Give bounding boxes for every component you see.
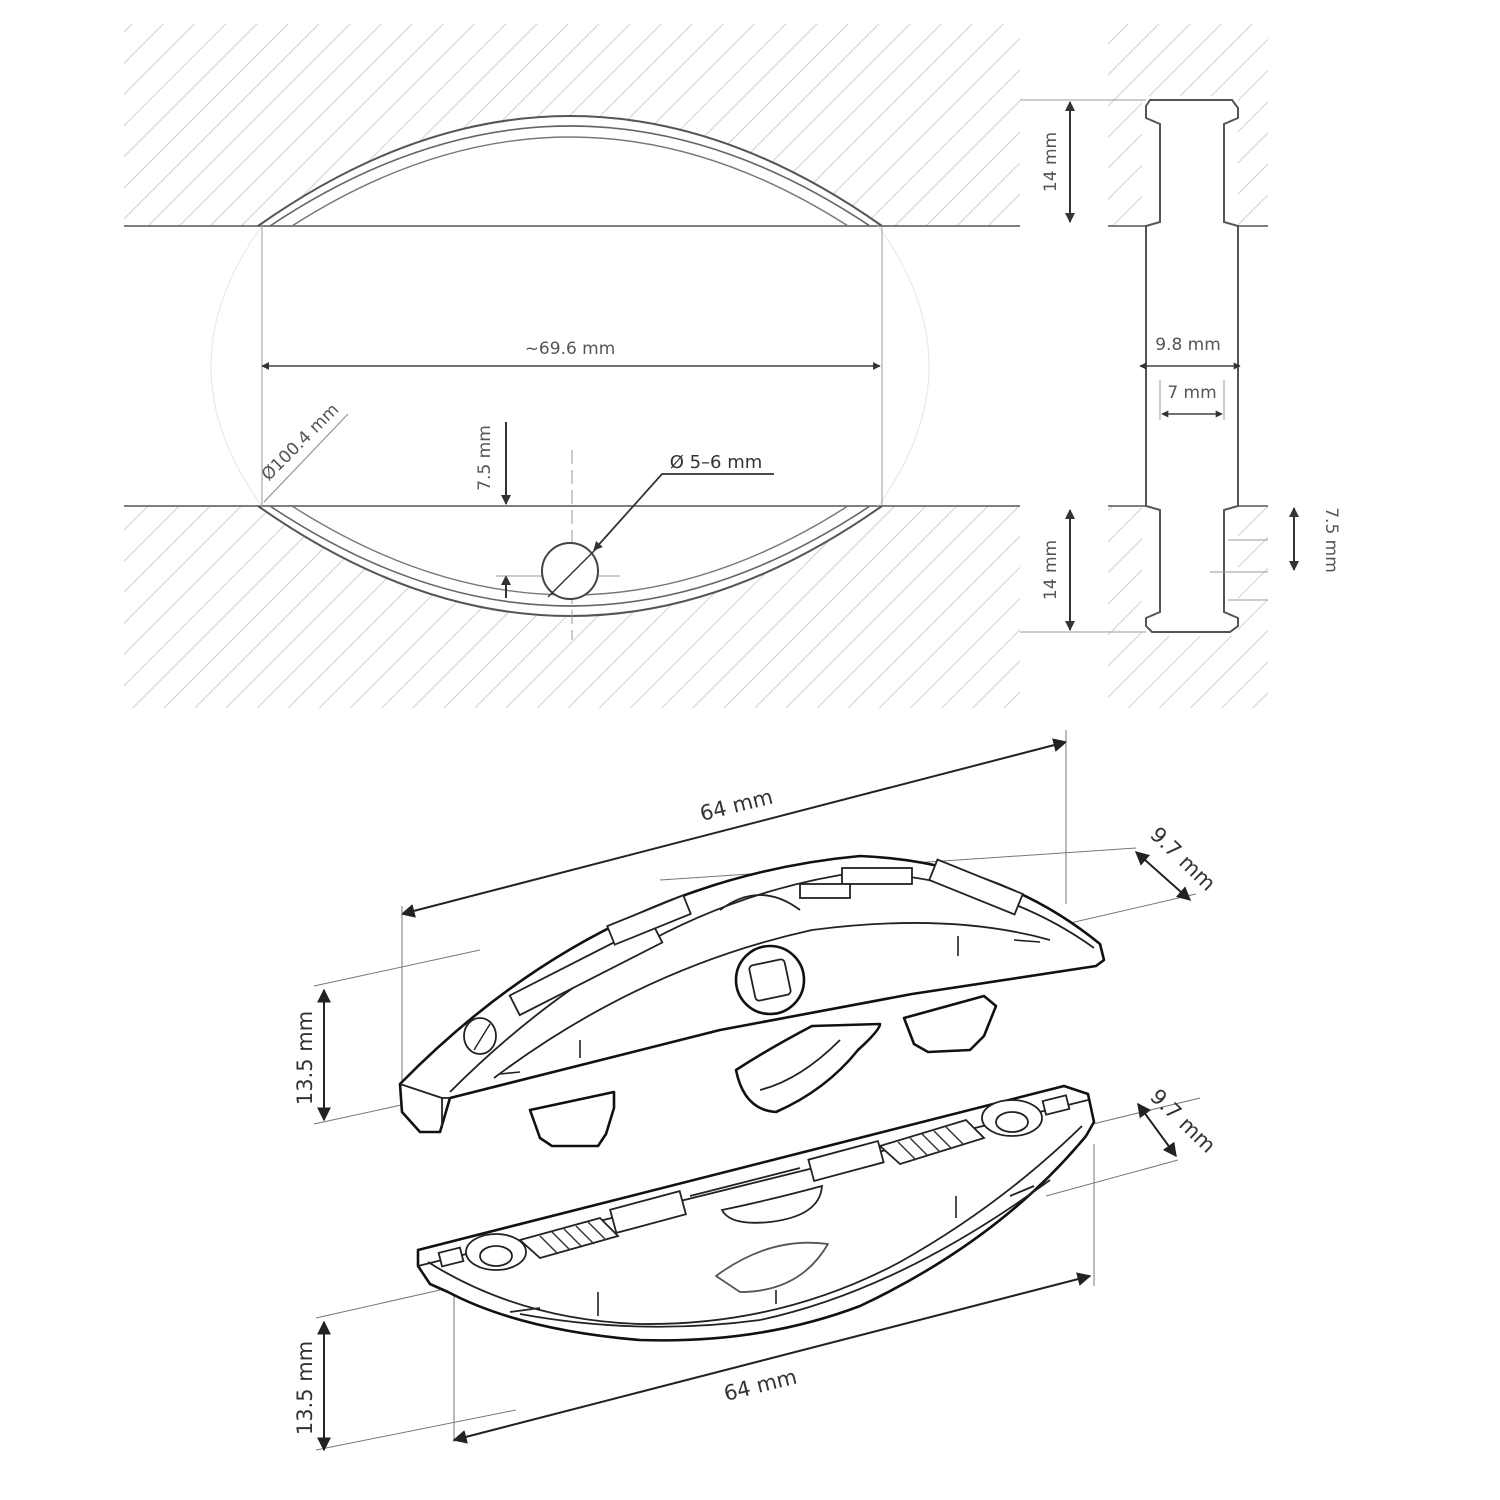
lower-width-label: 9.7 mm: [1145, 1084, 1220, 1158]
iso-view: 64 mm 9.7 mm 13.5 mm 64 mm 9.7 mm 13.5 m…: [293, 730, 1220, 1452]
dim-side-depth: 7.5 mm: [1321, 507, 1341, 573]
dim-hole: Ø 5–6 mm: [670, 452, 763, 473]
upper-width-label: 9.7 mm: [1145, 822, 1220, 896]
dim-length: ~69.6 mm: [525, 339, 616, 359]
upper-height-label: 13.5 mm: [293, 1011, 317, 1105]
hatched-workpiece-bottom: [124, 506, 1268, 708]
dim-slot-width: 7 mm: [1167, 383, 1216, 403]
dim-top-depth: 14 mm: [1041, 132, 1061, 192]
lower-height-label: 13.5 mm: [293, 1341, 317, 1435]
upper-connector-part: [398, 854, 1106, 1148]
lower-length-label: 64 mm: [721, 1365, 799, 1406]
dim-radius: Ø100.4 mm: [258, 400, 343, 485]
dim-thickness: 9.8 mm: [1155, 335, 1221, 355]
dim-bottom-depth: 14 mm: [1041, 540, 1061, 600]
dim-center-depth: 7.5 mm: [475, 425, 495, 491]
hatched-workpiece-top: [124, 24, 1268, 226]
pilot-hole: [541, 542, 599, 600]
plan-view: ~69.6 mm 14 mm 14 mm 9.8 mm 7 mm 7.5 mm …: [124, 24, 1341, 708]
lower-connector-part: [416, 1084, 1096, 1342]
upper-slot-outline: [257, 115, 883, 227]
